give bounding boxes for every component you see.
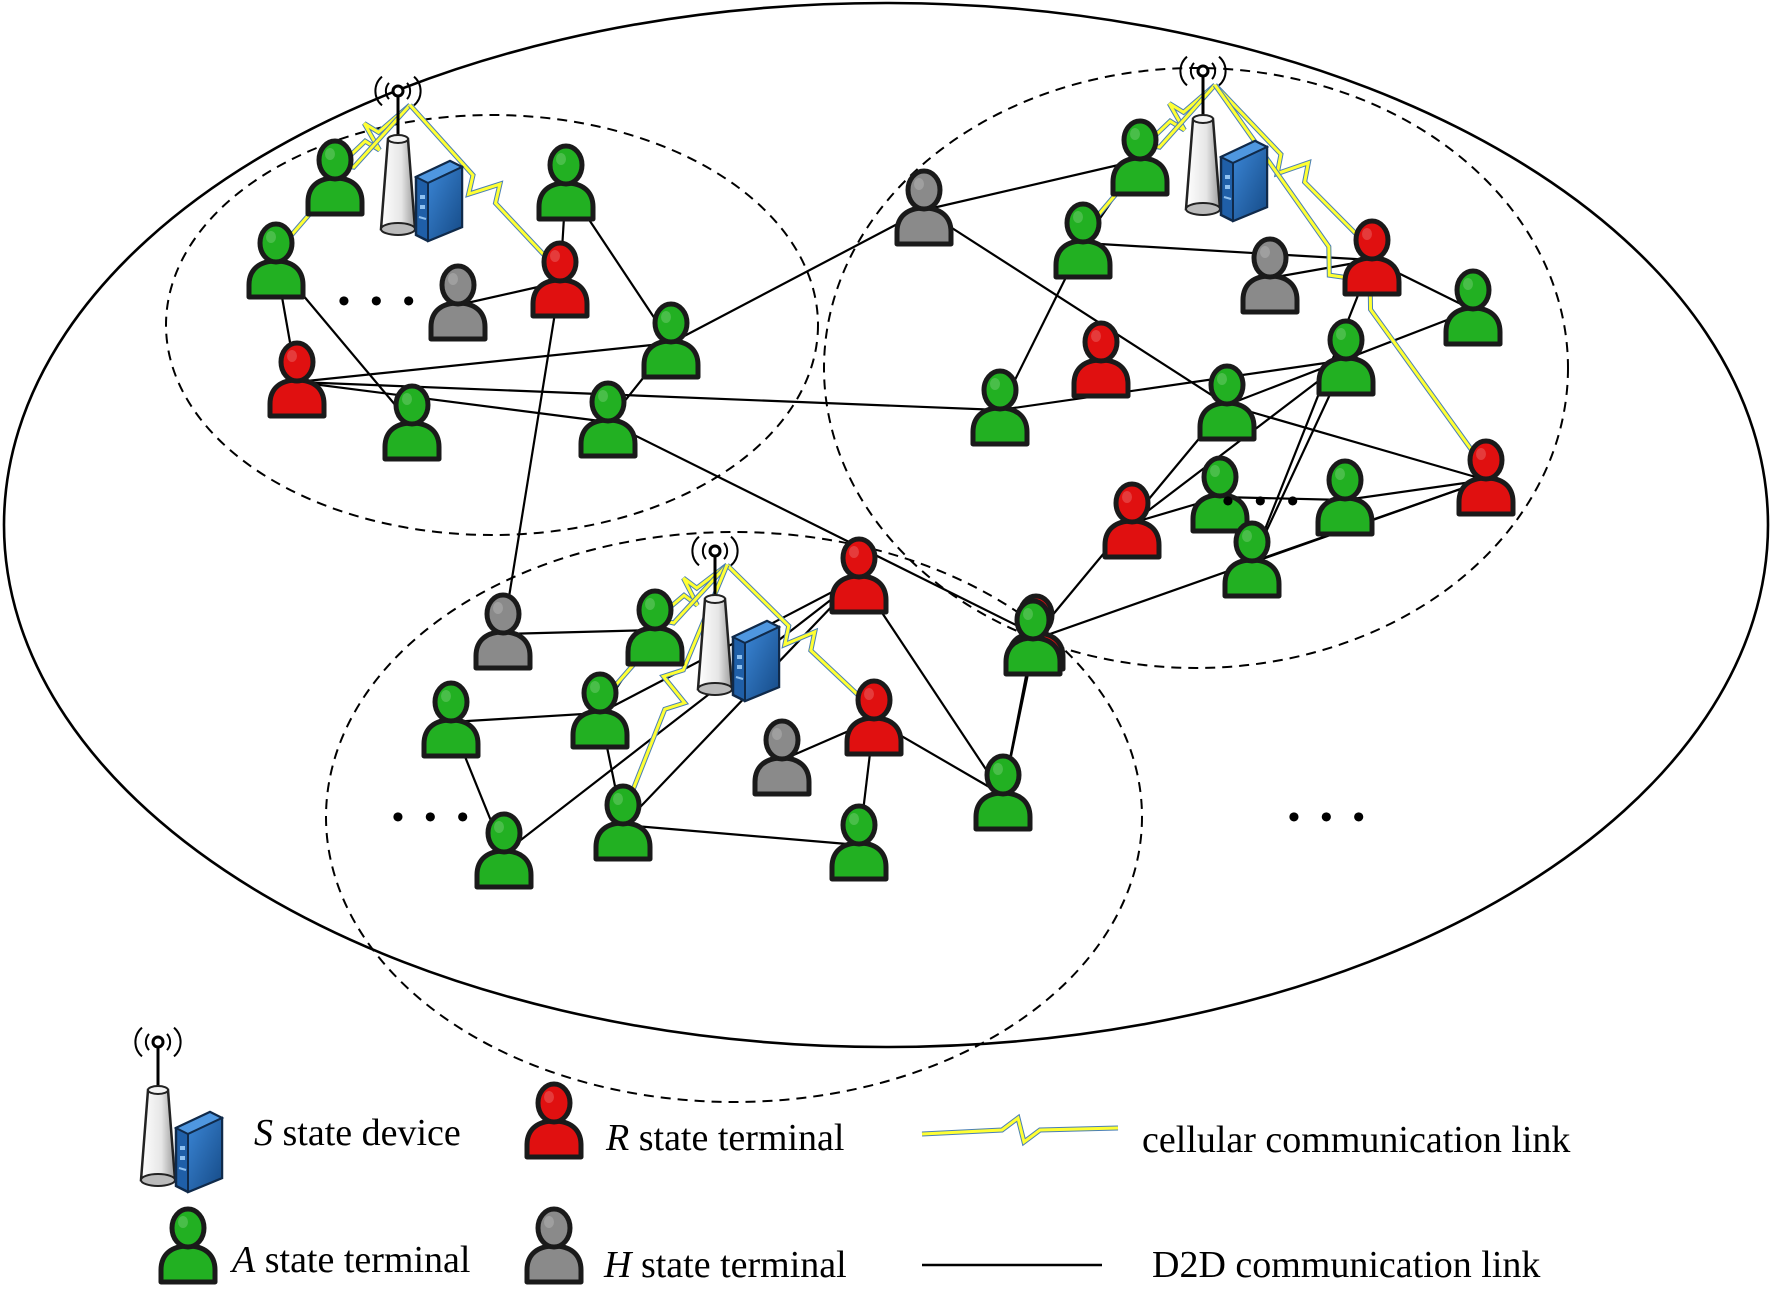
ellipsis-cluster-3: • • • (392, 799, 475, 836)
base-station-server-icon (1179, 55, 1270, 223)
terminals (246, 118, 1516, 890)
base-station-server-icon (134, 1026, 225, 1194)
legend-s-state-device: S state device (254, 1112, 461, 1154)
d2d-link (1219, 495, 1346, 502)
d2d-link (296, 380, 609, 424)
person-icon (1110, 118, 1170, 197)
d2d-link (1250, 259, 1374, 563)
person-icon (844, 678, 904, 757)
person-icon (305, 138, 365, 217)
cluster-boundary-3 (325, 531, 1143, 1103)
person-icon (524, 1081, 584, 1160)
legend-cellular-link: cellular communication link (1142, 1119, 1570, 1161)
d2d-link (450, 711, 601, 724)
d2d-link (296, 341, 672, 384)
person-icon (158, 1206, 218, 1285)
lightning-bolt-icon (921, 1113, 1119, 1147)
d2d-link (622, 823, 860, 847)
base-station-server-icon (134, 1026, 225, 1194)
person-icon (1003, 598, 1063, 677)
cellular-link (333, 103, 412, 172)
d2d-link (622, 577, 860, 826)
person-icon (524, 1206, 584, 1285)
cellular-link (653, 563, 729, 622)
legend-r-state-terminal: R state terminal (605, 1117, 844, 1159)
person-icon (524, 1206, 584, 1285)
person-icon (524, 1081, 584, 1160)
person-icon (752, 718, 812, 797)
legend-d2d-link: D2D communication link (1152, 1244, 1540, 1286)
person-icon (382, 383, 442, 462)
d2d-link (1344, 478, 1487, 502)
ellipsis-outer: • • • (1288, 799, 1371, 836)
d2d-link (670, 209, 925, 344)
person-icon (894, 168, 954, 247)
legend-h-state-terminal: H state terminal (603, 1244, 847, 1286)
person-icon (1456, 438, 1516, 517)
legend-a-state-terminal: A state terminal (229, 1239, 470, 1281)
d2d-link (502, 628, 656, 636)
person-icon (158, 1206, 218, 1285)
network-region-boundary (2, 1, 1770, 1049)
cellular-link (408, 103, 562, 274)
d2d-link (501, 281, 562, 635)
person-icon (829, 803, 889, 882)
person-icon (973, 753, 1033, 832)
d2d-link (1226, 403, 1487, 482)
base-station-server-icon (691, 535, 782, 703)
person-icon (1443, 268, 1503, 347)
person-icon (473, 592, 533, 671)
cluster-boundary-1 (165, 114, 819, 536)
cellular-link (620, 564, 730, 816)
person-icon (1053, 201, 1113, 280)
base-station-server-icon (374, 75, 465, 243)
person-icon (1342, 218, 1402, 297)
person-icon (1315, 458, 1375, 537)
base-stations (374, 55, 1270, 703)
ellipsis-cluster-2: • • • (1222, 483, 1305, 520)
person-icon (1222, 520, 1282, 599)
d2d-link (999, 358, 1347, 412)
d2d-link (503, 577, 860, 854)
person-icon (1197, 363, 1257, 442)
person-icon (625, 588, 685, 667)
person-icon (421, 680, 481, 759)
person-icon (536, 143, 596, 222)
cellular-link (725, 563, 876, 712)
d2d-link (1082, 241, 1373, 262)
person-icon (1102, 481, 1162, 560)
person-icon (570, 671, 630, 750)
d2d-link (607, 421, 1037, 636)
person-icon (1240, 236, 1300, 315)
person-icon (1190, 455, 1250, 534)
person-icon (246, 221, 306, 300)
person-icon (829, 536, 889, 615)
person-icon (267, 340, 327, 419)
person-icon (1071, 320, 1131, 399)
ellipsis-cluster-1: • • • (338, 283, 421, 320)
cellular-link (1138, 83, 1217, 152)
cellular-link (1213, 83, 1374, 252)
person-icon (474, 811, 534, 890)
person-icon (641, 301, 701, 380)
legend: S state device R state terminal cellular… (134, 1026, 1570, 1286)
d2d-link (923, 158, 1141, 212)
cluster-boundary-2 (823, 67, 1569, 669)
d2d-link (923, 209, 1228, 406)
person-icon (970, 368, 1030, 447)
person-icon (530, 240, 590, 319)
person-icon (578, 380, 638, 459)
person-icon (593, 783, 653, 862)
person-icon (428, 263, 488, 342)
person-icon (1316, 318, 1376, 397)
